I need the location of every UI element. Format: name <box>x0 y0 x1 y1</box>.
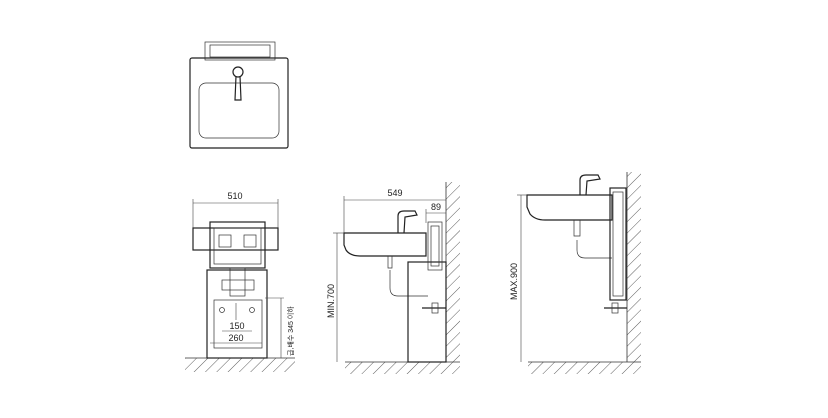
max-basin-profile <box>526 194 613 221</box>
front-supply-hole-right <box>249 307 255 313</box>
front-frame-inner <box>213 227 262 265</box>
top-basin-bowl <box>198 82 280 139</box>
max-floor-hatch <box>528 362 641 374</box>
front-width-label: 510 <box>227 191 242 201</box>
top-view <box>189 41 289 149</box>
max-p-trap <box>576 240 612 259</box>
front-pedestal-panel <box>213 299 263 349</box>
max-faucet <box>579 174 601 196</box>
front-spacing-label: 150 <box>229 321 244 331</box>
min-wall-hatch <box>446 182 460 362</box>
min-drain <box>387 256 393 269</box>
min-pedestal <box>407 261 447 363</box>
min-depth-label: 549 <box>387 188 402 198</box>
front-floor-hatch <box>185 358 295 372</box>
front-valve-left <box>218 234 232 248</box>
side-view-min: 549 89 MIN.700 <box>326 182 460 374</box>
front-trap <box>221 279 255 291</box>
max-drain <box>573 220 581 237</box>
front-valve-right <box>243 234 257 248</box>
min-offset-label: 89 <box>431 202 441 212</box>
front-mounting-frame <box>209 221 266 269</box>
top-frame-inner <box>209 44 271 58</box>
min-height-label: MIN.700 <box>326 284 336 318</box>
min-supply-valve <box>431 302 439 314</box>
min-floor-hatch <box>345 362 460 374</box>
max-height-label: MAX.900 <box>509 263 519 300</box>
top-faucet-spout <box>234 75 242 101</box>
front-drain-pipe <box>229 267 246 297</box>
max-frame-inner <box>612 191 624 297</box>
max-supply-valve <box>611 302 619 314</box>
max-wall-hatch <box>627 172 641 362</box>
front-pedestal <box>206 269 268 359</box>
side-view-max: MAX.900 <box>509 172 641 374</box>
top-faucet-hole <box>232 66 244 78</box>
max-wall-frame <box>609 187 627 301</box>
front-view: 510 150 260 급,배수 345 이하 <box>185 191 295 372</box>
front-inner-width-label: 260 <box>228 333 243 343</box>
min-basin-profile <box>343 232 427 257</box>
top-frame-bracket <box>204 41 276 61</box>
top-basin-outline <box>189 57 289 149</box>
min-bracket-inner <box>430 225 440 267</box>
min-wall-bracket <box>427 221 443 271</box>
front-height-note: 급,배수 345 이하 <box>286 306 295 356</box>
min-p-trap <box>389 270 428 297</box>
front-supply-hole-left <box>219 307 225 313</box>
min-faucet <box>397 210 418 234</box>
